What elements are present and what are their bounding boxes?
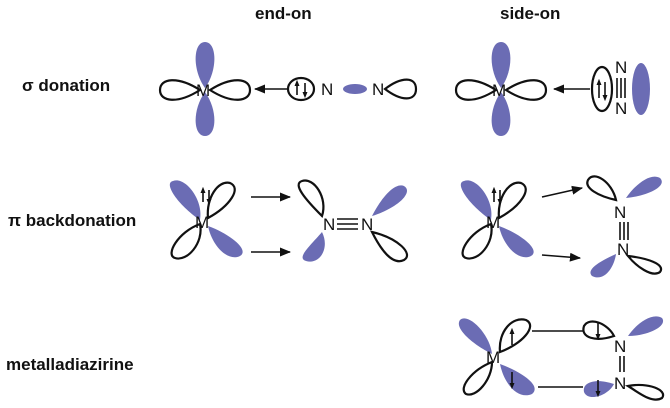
pi-metal-lobe-ur bbox=[206, 181, 236, 220]
pis-metal-lobe-lr bbox=[499, 226, 534, 258]
pis-metal-lobe-ur bbox=[497, 181, 527, 220]
md-n-symbol-top: N bbox=[614, 337, 626, 356]
pi-metal-lobe-ul bbox=[169, 180, 201, 220]
metal-symbol: M bbox=[196, 81, 210, 100]
metal-lobe-bottom-s bbox=[491, 92, 511, 136]
n2-pi-lobe-filled bbox=[632, 63, 650, 115]
pis-n-symbol-bottom: N bbox=[617, 240, 629, 259]
metal-symbol-s: M bbox=[492, 81, 506, 100]
md-metal-lobe-ur bbox=[498, 318, 532, 354]
pi-n-symbol-1: N bbox=[323, 215, 335, 234]
md-n-lobe-bottom-f bbox=[583, 381, 614, 398]
pi-n-symbol-2: N bbox=[361, 215, 373, 234]
pis-metal-lobe-ll bbox=[461, 222, 493, 260]
pis-metal-lobe-ul bbox=[460, 180, 492, 220]
sigma-side-on: M N N bbox=[454, 42, 650, 136]
pi-n-lobe-ur bbox=[372, 185, 408, 216]
pis-n-lobe-bottom-o bbox=[625, 254, 663, 275]
pis-metal-symbol: M bbox=[486, 213, 500, 232]
label-metalladiazirine: metalladiazirine bbox=[6, 355, 134, 374]
metal-lobe-bottom bbox=[195, 92, 215, 136]
metalladiazirine-side-on: M N N bbox=[458, 316, 665, 401]
pi-side-on: M N N bbox=[460, 175, 663, 278]
md-metal-symbol: M bbox=[486, 348, 500, 367]
md-n-lobe-bottom-o bbox=[624, 383, 665, 401]
metal-lobe-left-s bbox=[454, 79, 499, 101]
pis-n-symbol-top: N bbox=[614, 203, 626, 222]
pi-n-lobe-lr bbox=[369, 230, 408, 263]
metal-lobe-top bbox=[195, 42, 215, 88]
n-lobe-right bbox=[383, 78, 418, 100]
pi-metal-lobe-ll bbox=[170, 222, 202, 260]
md-metal-lobe-ul bbox=[458, 318, 492, 354]
pi-n-lobe-ll bbox=[302, 232, 325, 262]
metal-lobe-top-s bbox=[491, 42, 511, 88]
pis-n-lobe-top-o bbox=[586, 175, 618, 202]
n-symbol-bottom-s: N bbox=[615, 99, 627, 118]
pi-metal-lobe-lr bbox=[208, 226, 243, 258]
md-metal-lobe-ll bbox=[462, 360, 494, 396]
label-pi-backdonation: π backdonation bbox=[8, 211, 137, 230]
pi-metal-symbol: M bbox=[195, 213, 209, 232]
label-sigma-donation: σ donation bbox=[22, 76, 111, 95]
pi-n-lobe-ul bbox=[297, 179, 325, 219]
header-side-on: side-on bbox=[500, 4, 561, 23]
metal-lobe-right-s bbox=[503, 79, 548, 101]
md-n-symbol-bottom: N bbox=[614, 374, 626, 393]
pis-n-lobe-bottom-f bbox=[590, 254, 616, 278]
header-end-on: end-on bbox=[255, 4, 312, 23]
n-symbol-1: N bbox=[321, 80, 333, 99]
pi-end-on: M N N bbox=[169, 179, 408, 263]
n2-sigma-node bbox=[343, 84, 367, 94]
sigma-end-on: M N N bbox=[158, 42, 418, 136]
n-symbol-2: N bbox=[372, 80, 384, 99]
n-lone-pair bbox=[286, 76, 316, 102]
md-metal-lobe-lr bbox=[500, 364, 535, 396]
md-n-lobe-top-f bbox=[628, 316, 664, 336]
metal-lobe-right bbox=[207, 79, 252, 101]
metal-lobe-left bbox=[158, 79, 203, 101]
pis-n-lobe-top-f bbox=[626, 176, 662, 198]
n2-pi-lobe bbox=[590, 65, 614, 113]
n-symbol-top-s: N bbox=[615, 58, 627, 77]
